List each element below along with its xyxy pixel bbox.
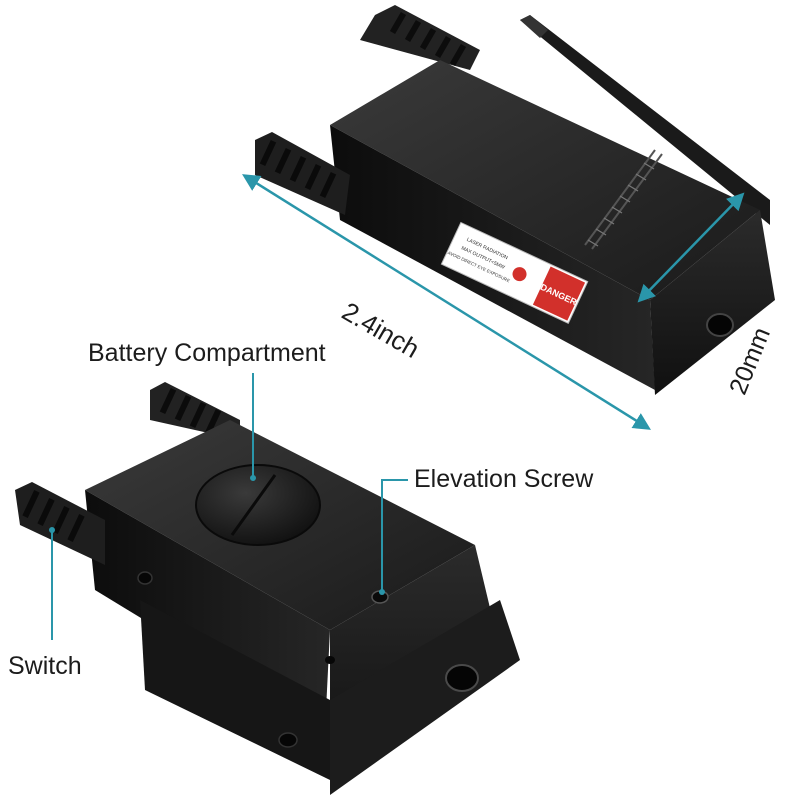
bottom-laser-unit [15, 382, 520, 795]
switch-label: Switch [8, 652, 82, 680]
battery-cap [195, 464, 321, 546]
width-dimension-arrow [637, 192, 745, 303]
length-dimension-arrow [242, 174, 651, 430]
battery-compartment-label: Battery Compartment [88, 339, 326, 367]
top-laser-unit: DANGER LASER RADIATION MAX OUTPUT<5MW AV… [255, 5, 775, 395]
elevation-callout-line [381, 479, 408, 592]
elevation-screw-label: Elevation Screw [414, 465, 594, 493]
